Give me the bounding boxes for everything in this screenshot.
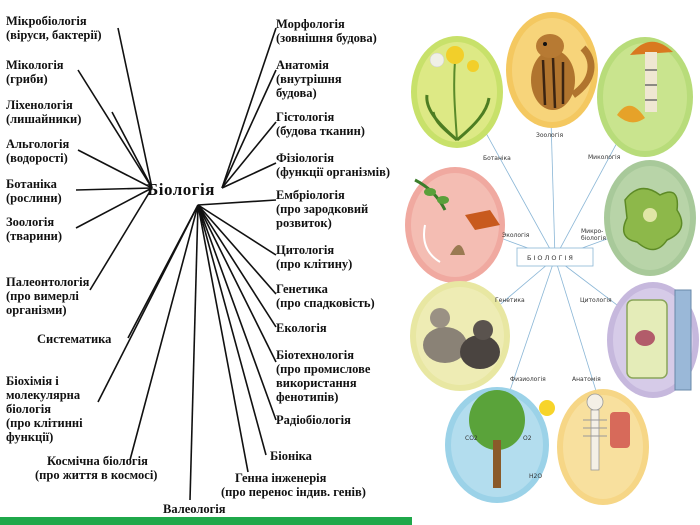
label-morphology: Морфологія(зовнішня будова) <box>276 17 377 45</box>
connector-genetic-engineering <box>197 204 249 473</box>
branch-cytology: Цитологія <box>580 297 612 304</box>
connector-histology <box>221 121 277 189</box>
label-valeology: Валеологія <box>163 502 226 516</box>
label-zoology: Зоологія(тварини) <box>6 215 63 243</box>
connector-zoology <box>75 187 153 229</box>
connector-physiology <box>221 162 277 189</box>
o2-label: O2 <box>523 435 532 442</box>
connector-lichenology <box>111 111 153 189</box>
label-physiology: Фізіологія(функції організмів) <box>276 151 390 179</box>
branch-botany: Ботаніка <box>483 155 511 162</box>
branch-anatomy: Анатомія <box>572 376 601 383</box>
label-lichenology: Ліхенологія(лишайники) <box>6 98 82 126</box>
branch-ecology: Экологія <box>502 232 530 239</box>
anatomy-illustration <box>557 389 649 505</box>
label-space-biology: Космічна біологія(про життя в космосі) <box>35 454 158 482</box>
branch-zoology: Зоологія <box>536 132 564 139</box>
h2o-label: H2O <box>529 473 542 480</box>
ecology-illustration <box>405 167 505 283</box>
connector-microbiology <box>117 27 153 189</box>
microbiology-illustration <box>604 160 696 276</box>
label-ecology: Екологія <box>276 321 327 335</box>
connector-morphology <box>221 27 277 189</box>
hub-label: БІОЛОГІЯ <box>527 254 575 262</box>
label-radiobiology: Радіобіологія <box>276 413 351 427</box>
branch-physiology: Физиологія <box>510 376 546 383</box>
hub: БІОЛОГІЯ <box>516 247 594 267</box>
connector-radiobiology <box>197 204 277 421</box>
cytology-illustration <box>607 282 699 398</box>
genetics-illustration <box>410 281 510 391</box>
mycology-illustration <box>597 37 693 157</box>
label-genetic-engineering: Генна інженерія(про перенос індив. генів… <box>221 471 366 499</box>
connector-mycology <box>77 69 153 189</box>
connector-cytology <box>197 204 277 256</box>
zoology-illustration <box>506 12 598 128</box>
connector-paleontology <box>89 187 153 291</box>
label-algology: Альгологія(водорості) <box>6 137 70 165</box>
left-diagram-lines <box>75 27 277 501</box>
bottom-green-bar <box>0 517 412 525</box>
label-botany: Ботаніка(рослини) <box>6 177 62 205</box>
branch-genetics: Генетика <box>495 297 525 304</box>
label-systematics: Систематика <box>37 332 112 346</box>
connector-algology <box>77 149 153 189</box>
botany-illustration <box>411 36 503 148</box>
label-microbiology: Мікробіологія(віруси, бактерії) <box>6 14 102 42</box>
physiology-illustration: CO2 O2 H2O <box>445 387 555 503</box>
connector-biotechnology <box>197 204 277 363</box>
connector-genetics <box>197 204 277 295</box>
biology-center-label: Біологія <box>147 180 215 199</box>
branch-microbiology: Микро-біологія <box>581 228 606 242</box>
connector-embryology <box>197 199 277 206</box>
connector-botany <box>75 187 153 191</box>
connector-valeology <box>189 204 199 501</box>
illustrated-biology-diagram: Зоологія Микологія Ботаніка Экологія Мик… <box>405 12 699 505</box>
branch-mycology: Микологія <box>588 154 621 161</box>
co2-label: CO2 <box>465 435 478 442</box>
connector-anatomy <box>221 69 277 189</box>
label-mycology: Мікологія(гриби) <box>6 58 64 86</box>
label-bionics: Біоніка <box>270 449 312 463</box>
connector-space-biology <box>129 204 199 461</box>
label-genetics: Генетика(про спадковість) <box>276 282 375 310</box>
connector-bionics <box>197 204 267 456</box>
connector-ecology <box>197 204 277 328</box>
connector-biochemistry <box>97 204 199 403</box>
label-histology: Гістологія(будова тканин) <box>276 110 365 138</box>
label-cytology: Цитологія(про клітину) <box>276 243 353 271</box>
